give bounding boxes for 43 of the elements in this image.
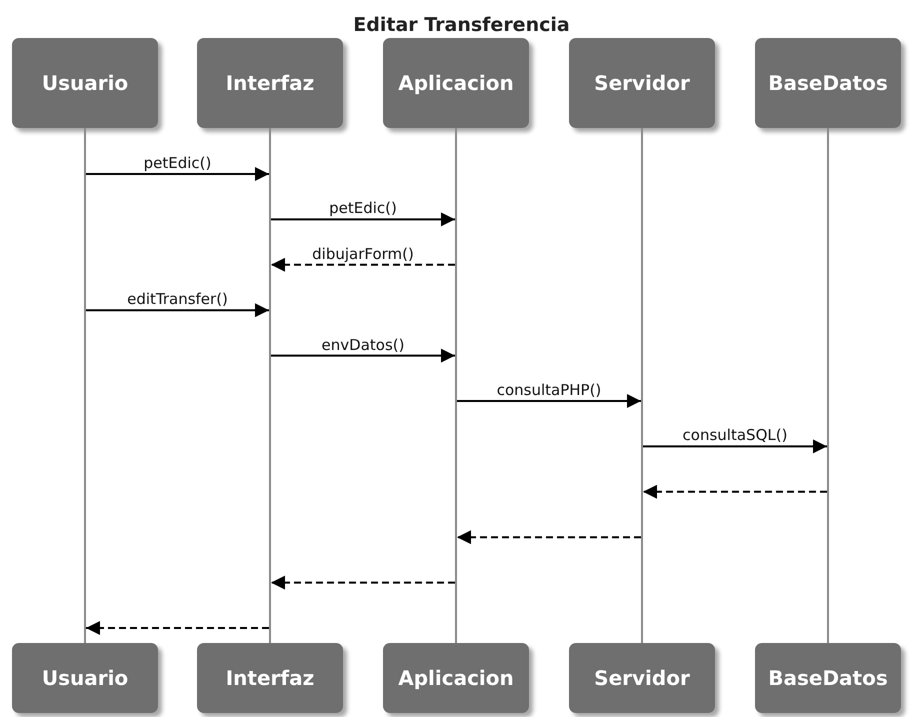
diagram-title: Editar Transferencia — [352, 14, 571, 36]
participant-box — [755, 38, 901, 128]
participant-name: Servidor — [594, 71, 690, 95]
message-label: petEdic() — [327, 200, 399, 218]
lifeline — [84, 128, 86, 643]
message-arrow — [643, 439, 827, 454]
participant-name: BaseDatos — [768, 71, 888, 95]
participant-name: Aplicacion — [398, 71, 514, 95]
participant-box — [12, 643, 158, 713]
message-arrow — [271, 212, 455, 226]
message-label: editTransfer() — [125, 291, 230, 308]
participant-name: BaseDatos — [768, 666, 888, 690]
return-arrow — [457, 530, 641, 544]
message-arrow — [271, 348, 455, 363]
participant-name: Aplicacion — [398, 666, 514, 690]
lifeline — [269, 128, 271, 643]
participant-box — [569, 38, 715, 128]
message-arrow — [86, 167, 269, 181]
message-label: consultaSQL() — [680, 427, 790, 444]
message-label: petEdic() — [142, 155, 214, 172]
participant-box — [197, 643, 343, 713]
participant-box — [569, 643, 715, 713]
participant-box — [383, 38, 529, 128]
lifeline — [641, 128, 643, 643]
participant-name: Servidor — [594, 666, 690, 690]
message-label: envDatos() — [320, 336, 406, 354]
return-arrow — [86, 621, 269, 635]
return-arrow — [643, 484, 827, 499]
return-arrow — [271, 576, 455, 590]
participant-box — [197, 38, 343, 128]
participant-box — [755, 643, 901, 713]
lifeline — [827, 128, 829, 643]
return-arrow — [271, 258, 455, 272]
participant-box — [12, 38, 158, 128]
participant-name: Usuario — [42, 71, 128, 95]
participant-name: Usuario — [42, 666, 128, 690]
message-label: dibujarForm() — [310, 246, 416, 263]
participant-name: Interfaz — [226, 666, 314, 690]
lifeline — [455, 128, 457, 643]
message-arrow — [86, 303, 269, 318]
participant-name: Interfaz — [226, 71, 314, 95]
participant-box — [383, 643, 529, 713]
message-arrow — [457, 394, 641, 408]
